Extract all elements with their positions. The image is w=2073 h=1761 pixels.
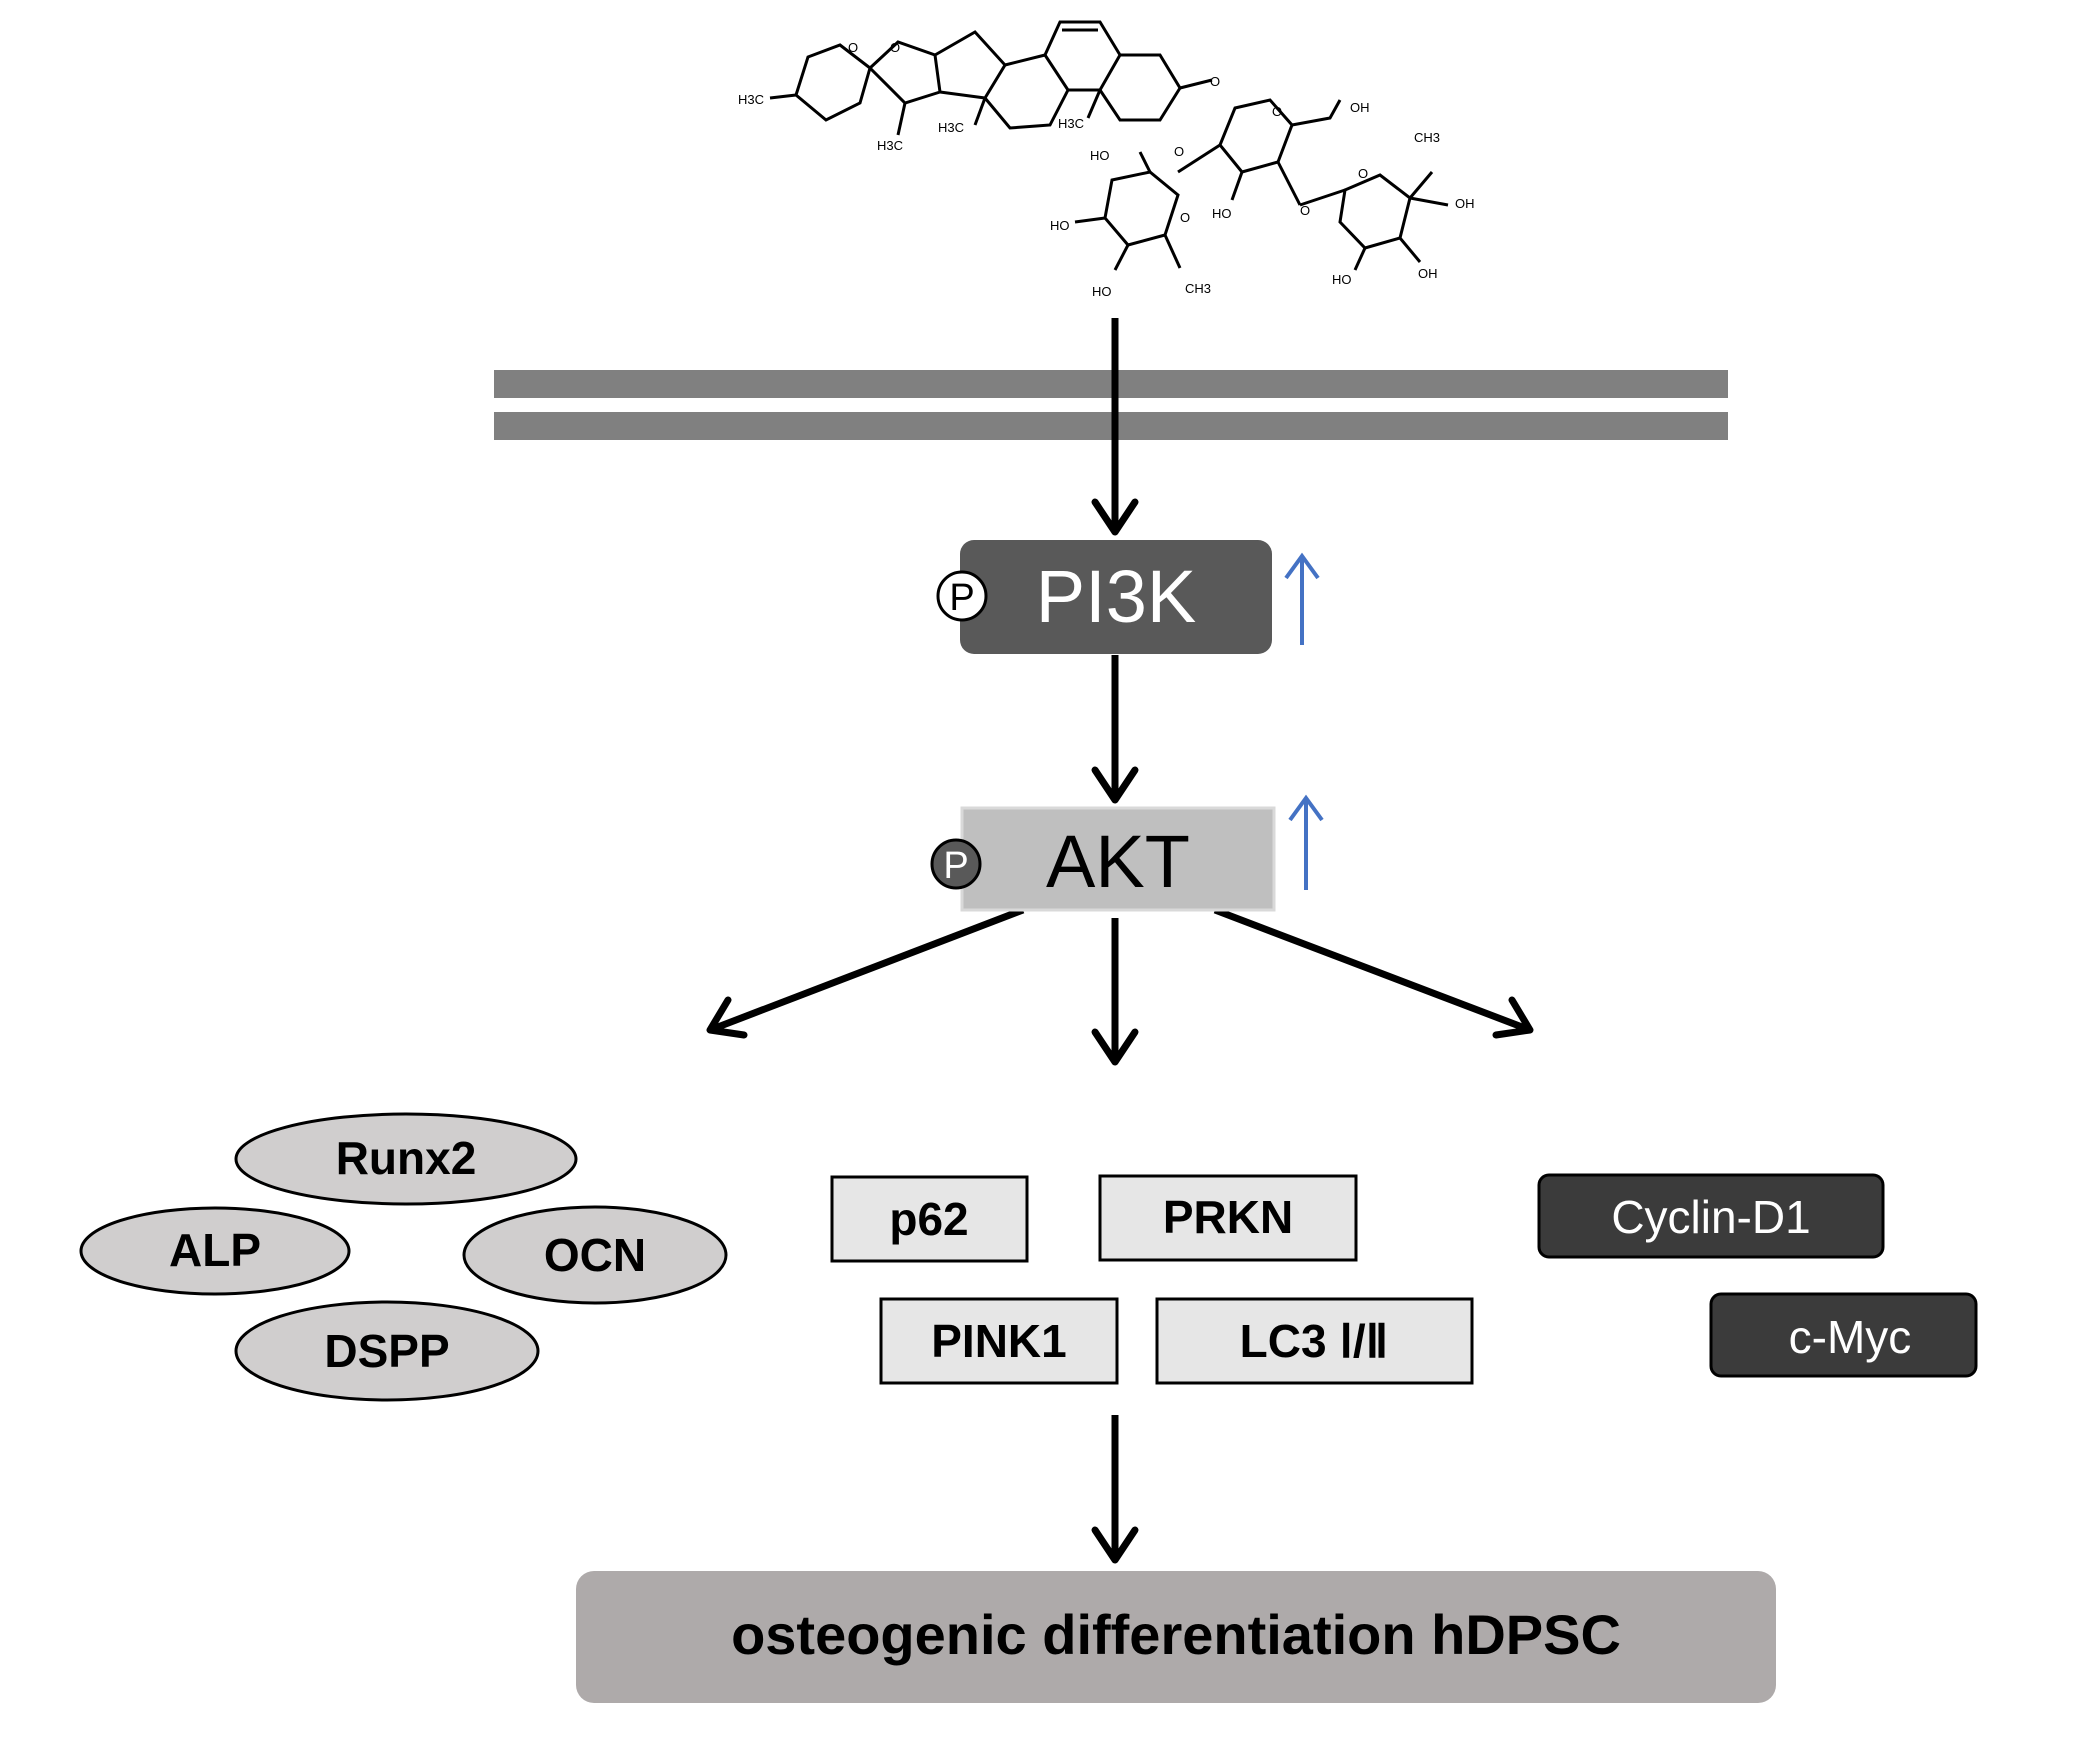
mol-label: H3C [1058, 116, 1084, 131]
arrowhead [1091, 498, 1139, 536]
pi3k-phospho-label: P [949, 577, 974, 619]
mol-label: HO [1092, 284, 1112, 299]
marker-ellipse: OCN [462, 1205, 728, 1305]
outcome-node: osteogenic differentiation hDPSC [576, 1571, 1776, 1703]
marker-label: LC3 Ⅰ/Ⅱ [1240, 1315, 1389, 1367]
akt-box [960, 806, 1276, 912]
osteogenic-markers: Runx2 ALP OCN DSPP [79, 1112, 728, 1402]
arrowheads [706, 498, 1534, 1564]
saponin-molecule-structure: H3C O O H3C H3C H3C O O OH O CH3 HO HO O… [738, 20, 1475, 299]
pi3k-node: PI3K P [936, 540, 1320, 654]
marker-label: c-Myc [1789, 1311, 1912, 1363]
autophagy-markers: p62 PRKN PINK1 LC3 Ⅰ/Ⅱ [830, 1174, 1474, 1385]
mol-label: O [1272, 104, 1282, 119]
marker-box: LC3 Ⅰ/Ⅱ [1155, 1297, 1474, 1385]
marker-label: Cyclin-D1 [1611, 1191, 1810, 1243]
mol-label: OH [1455, 196, 1475, 211]
pi3k-label: PI3K [1036, 555, 1196, 638]
mol-label: H3C [938, 120, 964, 135]
arrowhead [1091, 1028, 1139, 1066]
mol-label: H3C [738, 92, 764, 107]
mol-label: O [848, 40, 858, 55]
arrowhead [1091, 1526, 1139, 1564]
marker-label: p62 [889, 1193, 968, 1245]
mol-label: HO [1050, 218, 1070, 233]
mol-label: H3C [877, 138, 903, 153]
akt-up-arrow-icon [1288, 794, 1324, 890]
mol-label: HO [1332, 272, 1352, 287]
mol-label: OH [1418, 266, 1438, 281]
cell-membrane-inner [494, 412, 1728, 440]
akt-node: AKT P [930, 794, 1324, 912]
marker-label: DSPP [324, 1325, 449, 1377]
cell-membrane-outer [494, 370, 1728, 398]
mol-label: O [1174, 144, 1184, 159]
mol-label: O [1180, 210, 1190, 225]
marker-label: OCN [544, 1229, 646, 1281]
arrows [708, 318, 1532, 1560]
marker-ellipse: ALP [79, 1206, 351, 1296]
akt-label: AKT [1046, 820, 1190, 903]
marker-label: ALP [169, 1224, 261, 1276]
mol-label: O [890, 40, 900, 55]
arrowhead [706, 996, 748, 1039]
marker-box: c-Myc [1709, 1292, 1978, 1378]
marker-box: PINK1 [879, 1297, 1119, 1385]
outcome-label: osteogenic differentiation hDPSC [731, 1603, 1621, 1666]
marker-label: Runx2 [336, 1132, 477, 1184]
pi3k-up-arrow-icon [1284, 552, 1320, 645]
akt-phospho-label: P [943, 845, 968, 887]
marker-label: PRKN [1163, 1191, 1293, 1243]
mol-label: CH3 [1414, 130, 1440, 145]
arrowhead [1091, 766, 1139, 804]
pi3k-phospho-badge [936, 570, 988, 622]
mol-label: O [1358, 166, 1368, 181]
marker-box: p62 [830, 1175, 1029, 1263]
marker-box: Cyclin-D1 [1537, 1173, 1885, 1259]
outcome-box [576, 1571, 1776, 1703]
mol-label: OH [1350, 100, 1370, 115]
marker-box: PRKN [1098, 1174, 1358, 1262]
akt-phospho-badge [930, 838, 982, 890]
arrow-akt-to-osteogenic [708, 906, 1025, 1034]
mol-label: O [1210, 74, 1220, 89]
marker-ellipse: DSPP [234, 1300, 540, 1402]
arrowhead [1492, 996, 1534, 1039]
mol-label: O [1300, 203, 1310, 218]
pi3k-box [960, 540, 1272, 654]
mol-label: HO [1090, 148, 1110, 163]
marker-ellipse: Runx2 [234, 1112, 578, 1206]
marker-label: PINK1 [931, 1315, 1066, 1367]
proliferation-markers: Cyclin-D1 c-Myc [1537, 1173, 1978, 1378]
mol-label: CH3 [1185, 281, 1211, 296]
mol-label: HO [1212, 206, 1232, 221]
arrow-akt-to-proliferation [1213, 906, 1532, 1034]
